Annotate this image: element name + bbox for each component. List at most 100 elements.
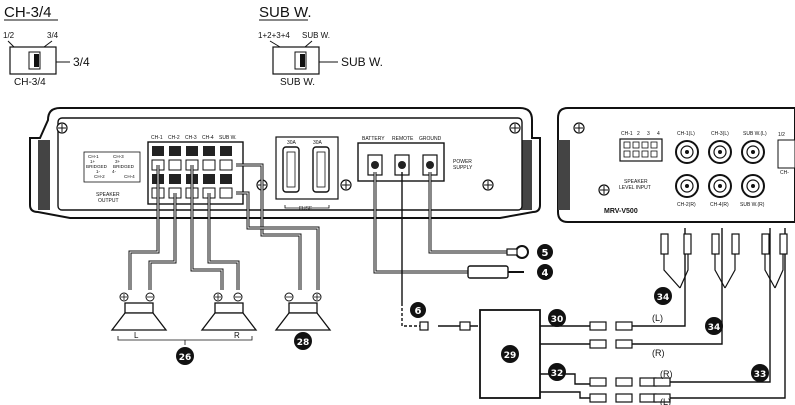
power-label-battery: BATTERY bbox=[362, 136, 385, 142]
remote-connector-icon bbox=[419, 321, 429, 331]
head-chassis-outline bbox=[557, 107, 795, 223]
head-unit: CH-1 2 3 4 SPEAKER LEVEL INPUT MRV-V500 … bbox=[557, 107, 795, 223]
badges: 5 4 6 26 28 29 30 32 33 34 34 bbox=[176, 244, 769, 382]
fuse-label: FUSE bbox=[299, 206, 313, 212]
terminal-icon[interactable] bbox=[220, 146, 232, 156]
speaker-magnet bbox=[288, 302, 318, 314]
ch34-pos-left: 1/2 bbox=[3, 31, 15, 40]
channel-label-ch2: CH-2 bbox=[168, 135, 180, 141]
subw-switch-knob[interactable] bbox=[300, 54, 305, 67]
callout-badge-33-text: 33 bbox=[754, 370, 767, 380]
bridged-left-2: BRIDGED bbox=[86, 164, 108, 169]
head-edge-label-1: CH- bbox=[780, 170, 789, 176]
terminal-icon[interactable] bbox=[186, 146, 198, 156]
subw-pos-right: SUB W. bbox=[302, 31, 330, 40]
callout-badge-32-text: 32 bbox=[551, 369, 564, 379]
subw-pointer-lines bbox=[269, 40, 313, 48]
terminal-icon[interactable] bbox=[169, 146, 181, 156]
channel-label-subw: SUB W. bbox=[219, 135, 237, 141]
bridged-right-1: 3+ bbox=[115, 159, 121, 164]
screw-icon-cross bbox=[575, 124, 583, 132]
speaker-label-right: R bbox=[234, 331, 240, 340]
rca-top-label-2: SUB W.(L) bbox=[743, 131, 767, 137]
callout-badge-34b bbox=[705, 317, 723, 335]
callout-badge-30-text: 30 bbox=[551, 315, 564, 325]
terminal-icon[interactable] bbox=[219, 159, 233, 171]
screw-icon-cross bbox=[58, 124, 66, 132]
subw-heading: SUB W. bbox=[259, 4, 312, 21]
terminal-icon[interactable] bbox=[169, 174, 181, 184]
terminal-icon[interactable] bbox=[219, 187, 233, 199]
bridged-left-1: 1+ bbox=[90, 159, 96, 164]
callout-badge-6 bbox=[410, 302, 426, 318]
subw-pos-left: 1+2+3+4 bbox=[258, 31, 290, 40]
rca-bottom-label-1: CH-4(R) bbox=[710, 202, 729, 208]
terminal-icon[interactable] bbox=[152, 146, 164, 156]
head-edge-label-0: 1/2 bbox=[778, 132, 785, 138]
wire-sub-neg-core bbox=[236, 164, 301, 290]
head-ch-2: 2 bbox=[637, 131, 640, 137]
speaker-level-line2: LEVEL INPUT bbox=[619, 185, 651, 191]
speaker-magnet bbox=[214, 302, 244, 314]
head-edge-switch bbox=[777, 139, 795, 169]
callout-badge-5 bbox=[537, 244, 553, 260]
remote-screw-icon bbox=[398, 161, 406, 169]
fuse-rating-1: 30A bbox=[287, 140, 297, 146]
fuse-element bbox=[286, 151, 296, 188]
callout-badge-34b-text: 34 bbox=[708, 323, 721, 333]
screw-icon-cross bbox=[342, 181, 350, 189]
rca-top-label-1: CH-3(L) bbox=[711, 131, 729, 137]
subw-setting: SUB W. bbox=[341, 55, 383, 69]
remote-connector-icon bbox=[459, 321, 471, 331]
callout-badge-29-text: 29 bbox=[504, 351, 517, 361]
wire-ch2-pos-core bbox=[191, 165, 223, 290]
power-label-ground: GROUND bbox=[419, 136, 442, 142]
rca-bottom-label-0: CH-2(R) bbox=[677, 202, 696, 208]
rca-label-top-l: (L) bbox=[652, 313, 663, 323]
bridged-right-2: BRIDGED bbox=[113, 164, 135, 169]
speaker-label-left: L bbox=[134, 331, 139, 340]
speaker-magnet bbox=[124, 302, 154, 314]
callout-badge-26 bbox=[176, 347, 194, 365]
terminal-icon[interactable] bbox=[203, 174, 215, 184]
ch34-switch-knob[interactable] bbox=[34, 54, 39, 67]
terminal-icon[interactable] bbox=[168, 159, 182, 171]
bridged-right-text: CH-3 3+ BRIDGED 4- CH-4 bbox=[112, 154, 135, 179]
screw-icon-cross bbox=[484, 181, 492, 189]
speaker-cone-icon bbox=[110, 312, 168, 331]
bridged-label-box bbox=[83, 151, 141, 183]
power-supply-line1: POWER bbox=[453, 159, 472, 165]
speaker-wires bbox=[128, 163, 320, 290]
rca-bottom-label-2: SUB W.(R) bbox=[740, 202, 765, 208]
amplifier-unit: CH-1 1+ BRIDGED 1- CH-2 CH-3 3+ BRIDGED … bbox=[29, 107, 541, 219]
callout-badge-29 bbox=[501, 345, 519, 363]
callout-badge-30 bbox=[548, 309, 566, 327]
ch34-setting: 3/4 bbox=[73, 55, 90, 69]
ch34-pointer-lines bbox=[7, 40, 53, 48]
bridged-left-4: CH-2 bbox=[94, 174, 105, 179]
bridged-right-3: 4- bbox=[112, 169, 117, 174]
speaker-output-line2: OUTPUT bbox=[98, 198, 119, 204]
ch34-switch-group: CH-3/4 1/2 3/4 3/4 CH-3/4 bbox=[3, 4, 90, 88]
callout-badge-6-text: 6 bbox=[415, 306, 422, 317]
terminal-icon[interactable] bbox=[202, 159, 216, 171]
screw-icon-cross bbox=[600, 186, 608, 194]
callout-badge-26-text: 26 bbox=[179, 353, 192, 363]
rca-top-label-0: CH-1(L) bbox=[677, 131, 695, 137]
speaker-cone-icon bbox=[274, 312, 332, 331]
ch34-heading: CH-3/4 bbox=[4, 4, 52, 21]
speaker-sub bbox=[274, 292, 332, 331]
speaker-level-line1: SPEAKER bbox=[624, 179, 648, 185]
battery-fuse-holder-icon bbox=[467, 265, 509, 279]
ch34-caption: CH-3/4 bbox=[14, 77, 46, 88]
channel-label-ch1: CH-1 bbox=[151, 135, 163, 141]
rca-y-splits bbox=[663, 254, 784, 289]
ground-ring-icon bbox=[515, 245, 529, 259]
terminal-icon[interactable] bbox=[220, 174, 232, 184]
power-wires bbox=[373, 172, 510, 327]
head-ch-4: 4 bbox=[657, 131, 660, 137]
terminal-icon[interactable] bbox=[203, 146, 215, 156]
subw-switch-group: SUB W. 1+2+3+4 SUB W. SUB W. SUB W. bbox=[258, 4, 383, 88]
callout-badge-34a-text: 34 bbox=[657, 293, 670, 303]
